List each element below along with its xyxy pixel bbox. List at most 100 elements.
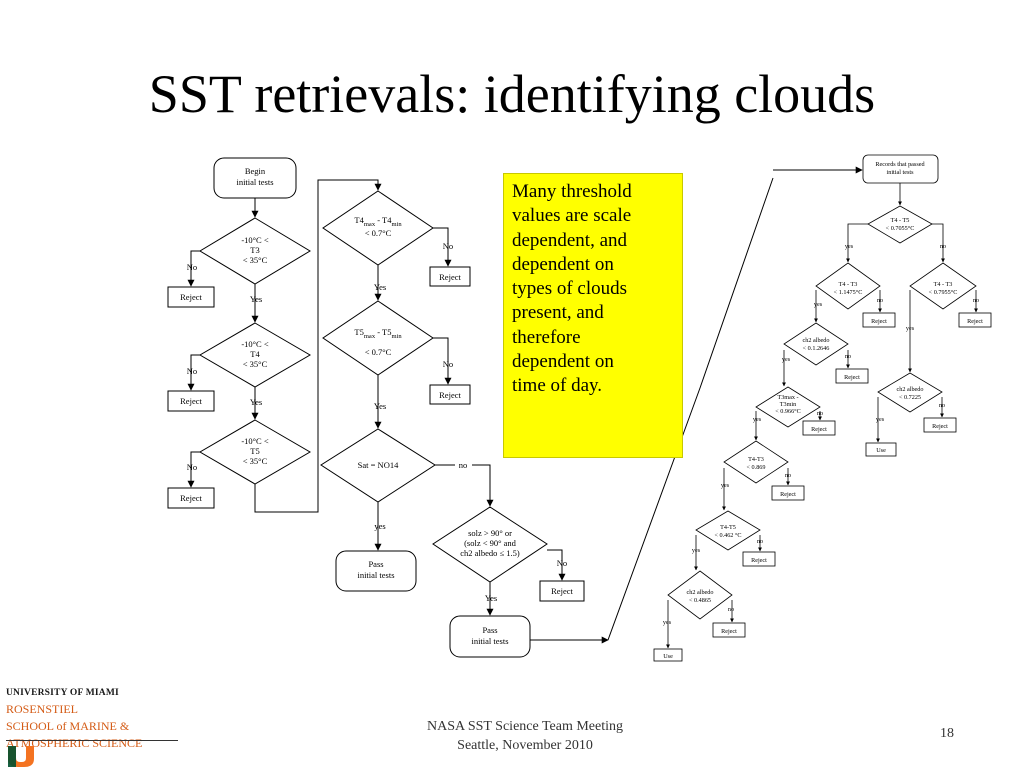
tree-node-ch2-b	[667, 570, 733, 620]
footer: NASA SST Science Team Meeting Seattle, N…	[390, 717, 660, 755]
tree-yes-label: yes	[814, 301, 823, 308]
tree-no-label: no	[817, 410, 823, 417]
footer-meeting: NASA SST Science Team Meeting	[426, 719, 624, 734]
note-line: dependent on	[512, 351, 614, 373]
begin-line-1: Begin	[245, 166, 266, 176]
tree-no-label: no	[877, 297, 883, 304]
n2-line-2: < 1.1475°C	[834, 289, 863, 296]
n8-line-1: ch2 albedo	[687, 589, 714, 596]
n5-line-3: < 0.966°C	[775, 408, 801, 415]
tree-node-t4-t5	[867, 205, 933, 244]
tree-reject-3	[835, 368, 869, 384]
note-line: present, and	[512, 302, 604, 324]
no-label: No	[443, 241, 453, 251]
tree-reject-label: Reject	[751, 557, 767, 564]
logo-divider	[6, 740, 178, 741]
reject-box-solz	[539, 580, 585, 602]
n8-line-2: < 0.4865	[689, 597, 711, 604]
yes-label: Yes	[485, 593, 497, 603]
no-label: No	[187, 262, 197, 272]
pass-2-line-1: Pass	[482, 625, 497, 635]
n2-line-1: T4 - T3	[839, 281, 858, 288]
reject-label: Reject	[180, 493, 202, 503]
tree-use-label: Use	[876, 447, 886, 454]
tree-start-line-2: initial tests	[887, 169, 915, 176]
tree-node-ch2-c	[877, 372, 943, 413]
tree-reject-7	[712, 622, 746, 638]
tree-start-box	[862, 154, 939, 184]
no-label: No	[187, 462, 197, 472]
reject-box-t5range	[429, 384, 471, 405]
tree-reject-label: Reject	[811, 426, 827, 433]
satellite-condition: Sat = NO14	[358, 460, 399, 470]
tree-reject-label: Reject	[932, 423, 948, 430]
n1-line-2: < 0.7055°C	[886, 225, 915, 232]
yes-label: Yes	[250, 294, 262, 304]
tree-no-label: no	[940, 243, 946, 250]
yes-lowercase-label: yes	[374, 521, 385, 531]
t5-max-min-condition: < 0.7°C	[365, 347, 392, 357]
note-line: dependent on	[512, 253, 614, 275]
tree-reject-label: Reject	[780, 491, 796, 498]
pass-2-line-2: initial tests	[471, 636, 508, 646]
tree-node-ch2-a	[783, 322, 849, 366]
t4-line-1: -10°C <	[241, 339, 269, 349]
note-line: Many threshold	[512, 181, 632, 202]
tree-node-t3-range	[755, 386, 821, 428]
no-lowercase-label: no	[459, 460, 468, 470]
note-line: values are scale	[512, 205, 632, 227]
tree-no-label: no	[757, 538, 763, 545]
t4-line-3: < 35°C	[243, 359, 268, 369]
tree-reject-label: Reject	[967, 318, 983, 325]
tree-reject-5	[771, 485, 805, 501]
tree-start-line-1: Records that passed	[875, 161, 925, 168]
no-label: No	[443, 359, 453, 369]
n6-line-1: T4-T3	[748, 456, 764, 463]
tree-yes-label: yes	[663, 619, 672, 626]
pass-terminal-1	[335, 550, 417, 592]
university-logo: UNIVERSITY OF MIAMI ROSENSTIEL SCHOOL of…	[6, 688, 186, 767]
u-logo-icon: U	[8, 746, 34, 767]
n7-line-2: < 0.462 °C	[714, 532, 741, 539]
t5-line-2: T5	[250, 446, 259, 456]
tree-yes-label: yes	[721, 482, 730, 489]
n1-line-1: T4 - T5	[891, 217, 910, 224]
note-line: time of day.	[512, 375, 603, 397]
solz-line-2: (solz < 90° and	[464, 538, 517, 548]
logo-line-rosenstiel: ROSENSTIEL	[6, 702, 78, 716]
yes-label: Yes	[374, 282, 386, 292]
tree-use-2	[865, 442, 897, 457]
tree-yes-label: yes	[845, 243, 854, 250]
reject-box-t5	[167, 487, 215, 509]
pass-1-line-2: initial tests	[357, 570, 394, 580]
tree-yes-label: yes	[753, 416, 762, 423]
reject-box-t4range	[429, 266, 471, 287]
note-line: therefore	[512, 326, 581, 348]
tree-node-t4-t3-b	[909, 262, 977, 310]
tree-use-label: Use	[663, 653, 673, 660]
reject-label: Reject	[439, 390, 461, 400]
tree-yes-label: yes	[692, 547, 701, 554]
tree-no-label: no	[728, 606, 734, 613]
n5-line-1: T3max -	[777, 394, 798, 401]
reject-box-t4	[167, 390, 215, 412]
page-number: 18	[940, 726, 954, 741]
note-line: types of clouds	[512, 278, 628, 300]
tree-no-label: no	[939, 402, 945, 409]
tree-reject-2	[958, 312, 992, 328]
tree-no-label: no	[785, 472, 791, 479]
note-line: dependent, and	[512, 229, 628, 251]
reject-label: Reject	[439, 272, 461, 282]
n5-line-2: T3min	[780, 401, 797, 408]
reject-box-t3	[167, 286, 215, 308]
n6-line-2: < 0.869	[747, 464, 766, 471]
tree-reject-label: Reject	[844, 374, 860, 381]
yes-label: Yes	[250, 397, 262, 407]
solz-line-3: ch2 albedo ≤ 1.5)	[460, 548, 520, 558]
tree-no-label: no	[845, 353, 851, 360]
tree-yes-label: yes	[876, 416, 885, 423]
n4-line-1: ch2 albedo	[803, 337, 830, 344]
n3-line-2: < 0.7955°C	[929, 289, 958, 296]
slide-title: SST retrievals: identifying clouds	[148, 64, 876, 124]
